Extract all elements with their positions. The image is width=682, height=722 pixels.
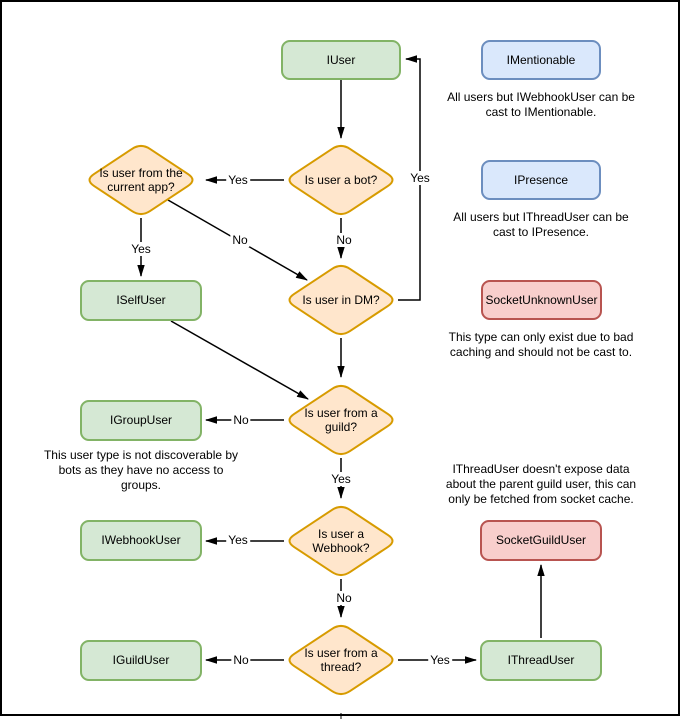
decision-is-user-from-thread[interactable]: Is user from a thread? [284,622,398,698]
node-igroupuser[interactable]: IGroupUser [80,400,202,441]
decision-is-user-from-guild[interactable]: Is user from a guild? [284,382,398,458]
edge-label-app-yes: Yes [129,242,153,256]
edge-label-thread-yes: Yes [428,653,452,667]
decision-is-user-in-dm[interactable]: Is user in DM? [284,262,398,338]
edge-label-guild-no: No [231,413,251,427]
decision-is-user-from-guild-label: Is user from a guild? [304,405,378,434]
node-ithreaduser[interactable]: IThreadUser [480,640,602,681]
decision-is-user-a-bot[interactable]: Is user a bot? [284,142,398,218]
diamond-shape [288,264,394,336]
decision-is-user-in-dm-label: Is user in DM? [302,292,380,307]
decision-is-user-a-bot-label: Is user a bot? [304,172,378,187]
edge-label-bot-yes: Yes [226,173,250,187]
diamond-shape [288,505,394,577]
edge-label-app-no: No [230,233,250,247]
decision-is-user-a-webhook-label: Is user a Webhook? [312,526,370,555]
note-imentionable: All users but IWebhookUser can be cast t… [447,90,635,119]
edge-label-dm-yes: Yes [408,171,432,185]
decision-is-user-a-webhook[interactable]: Is user a Webhook? [284,503,398,579]
node-iuser[interactable]: IUser [281,40,401,80]
edge-iselfuser-to-isguild [170,320,309,400]
diamond-shape [288,144,394,216]
edge-label-bot-no: No [334,233,354,247]
diamond-shape [288,384,394,456]
edge-label-webhook-yes: Yes [226,533,250,547]
note-igroupuser: This user type is not discoverable by bo… [43,448,239,492]
node-iselfuser[interactable]: ISelfUser [80,280,202,321]
node-iwebhookuser[interactable]: IWebhookUser [80,520,202,561]
note-socketunknownuser: This type can only exist due to bad cach… [448,330,634,359]
node-socketunknownuser[interactable]: SocketUnknownUser [481,280,602,320]
edge-label-guild-yes: Yes [329,472,353,486]
decision-is-user-from-current-app-label: Is user from the current app? [99,165,183,194]
node-ipresence[interactable]: IPresence [481,160,601,200]
node-iguilduser[interactable]: IGuildUser [80,640,202,681]
node-imentionable[interactable]: IMentionable [481,40,601,80]
diamond-shape [288,624,394,696]
decision-is-user-from-current-app[interactable]: Is user from the current app? [84,142,198,218]
decision-is-user-from-thread-label: Is user from a thread? [304,645,378,674]
note-ithreaduser: IThreadUser doesn't expose data about th… [445,462,637,506]
edge-label-webhook-no: No [334,591,354,605]
note-ipresence: All users but IThreadUser can be cast to… [453,210,629,239]
edge-label-thread-no: No [231,653,251,667]
diamond-shape [88,144,194,216]
node-socketguilduser[interactable]: SocketGuildUser [480,520,602,561]
